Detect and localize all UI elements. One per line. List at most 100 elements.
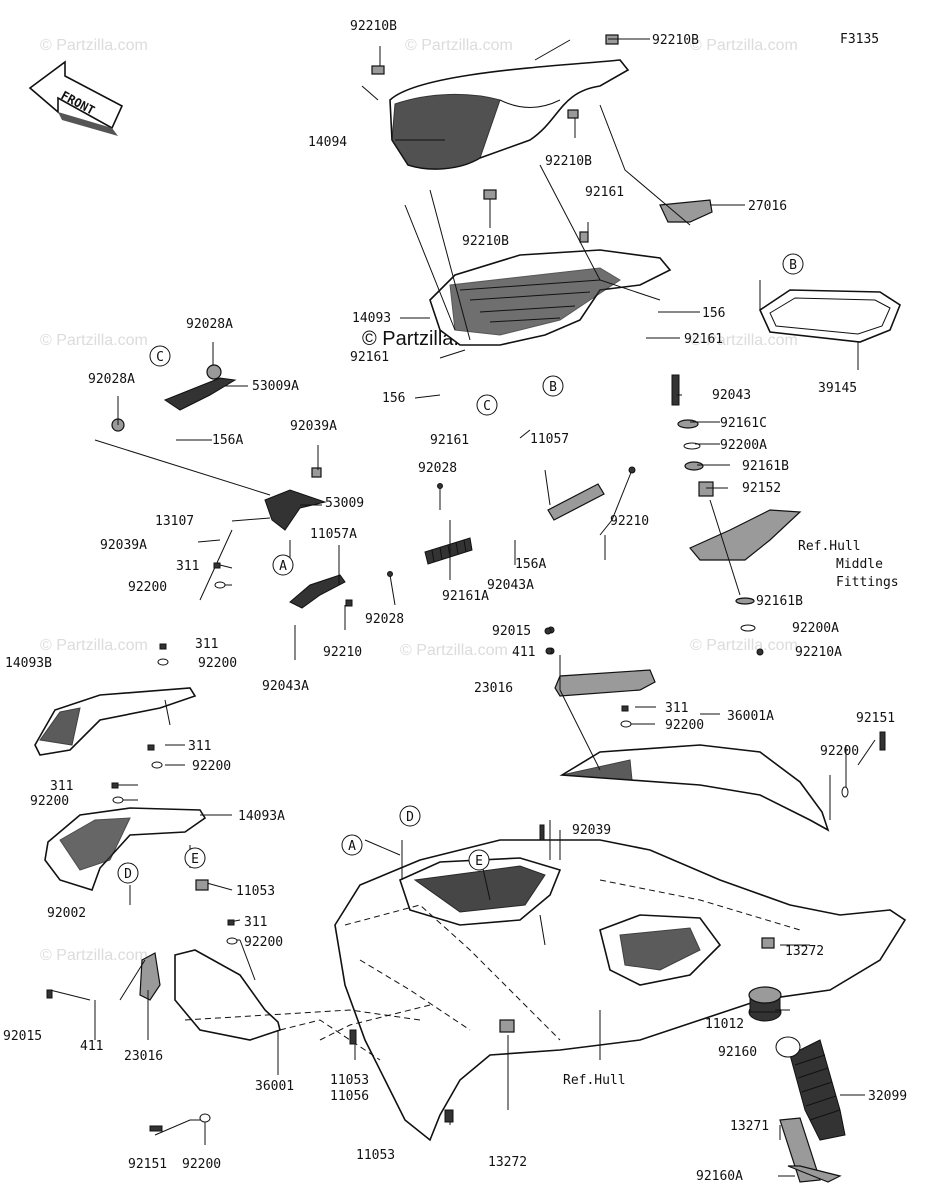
grip-32099	[789, 1039, 846, 1141]
label-92028a: 92028A	[186, 317, 233, 332]
watermark: © Partzilla.com	[40, 332, 148, 349]
label-92210b: 92210B	[652, 33, 699, 48]
label-13271: 13271	[730, 1119, 769, 1134]
label-53009: 53009	[325, 496, 364, 511]
fasteners	[46, 466, 886, 1132]
callout-a-hull: A	[341, 834, 363, 856]
label-fittings: Fittings	[836, 575, 899, 590]
watermark: © Partzilla.com	[690, 637, 798, 654]
callout-b-gasket: B	[782, 253, 804, 275]
label-92200: 92200	[192, 759, 231, 774]
label-92200: 92200	[128, 580, 167, 595]
collar-11012	[748, 986, 782, 1022]
part-labels: 92210B 92210B 14094 92210B 92161 27016 9…	[3, 19, 907, 1184]
label-156a: 156A	[515, 557, 546, 572]
label-311: 311	[50, 779, 73, 794]
svg-text:B: B	[549, 380, 557, 395]
callout-a-left: A	[272, 554, 294, 576]
watermark: © Partzilla.com	[40, 37, 148, 54]
label-92161: 92161	[585, 185, 624, 200]
front-arrow-icon: FRONT	[28, 60, 124, 136]
label-11057: 11057	[530, 432, 569, 447]
svg-text:D: D	[406, 810, 414, 825]
callout-e-hull: E	[468, 849, 490, 871]
label-311: 311	[195, 637, 218, 652]
label-92160: 92160	[718, 1045, 757, 1060]
watermark: © Partzilla.com	[690, 37, 798, 54]
watermark: © Partzilla.com	[40, 947, 148, 964]
label-36001a: 36001A	[727, 709, 774, 724]
label-92151: 92151	[856, 711, 895, 726]
callout-c-top: C	[149, 345, 171, 367]
label-32099: 32099	[868, 1089, 907, 1104]
callouts: C C B B A E D A D E	[117, 253, 804, 884]
bellows-92161a	[424, 537, 473, 565]
seat-cover-14094	[371, 34, 630, 200]
label-92200: 92200	[244, 935, 283, 950]
seat-base-14093	[429, 199, 713, 346]
strip-13271	[779, 1117, 821, 1183]
label-ref-hull: Ref.Hull	[798, 539, 861, 554]
cover-36001a	[559, 744, 830, 832]
label-92210: 92210	[323, 645, 362, 660]
label-92200: 92200	[665, 718, 704, 733]
label-92210: 92210	[610, 514, 649, 529]
svg-text:E: E	[475, 854, 483, 869]
label-11056: 11056	[330, 1089, 369, 1104]
bracket-23016	[547, 626, 656, 697]
label-92161: 92161	[350, 350, 389, 365]
label-14094: 14094	[308, 135, 347, 150]
watermark: © Partzilla.com	[400, 642, 508, 659]
label-92200: 92200	[820, 744, 859, 759]
label-92039: 92039	[572, 823, 611, 838]
label-92161: 92161	[430, 433, 469, 448]
hull-body	[334, 839, 907, 1142]
label-13272: 13272	[488, 1155, 527, 1170]
label-92210b: 92210B	[350, 19, 397, 34]
label-92161b: 92161B	[742, 459, 789, 474]
svg-text:D: D	[124, 867, 132, 882]
label-92152: 92152	[742, 481, 781, 496]
leader-lines	[49, 38, 876, 1177]
callout-d-hull: D	[399, 805, 421, 827]
label-middle: Middle	[836, 557, 883, 572]
label-11012: 11012	[705, 1017, 744, 1032]
label-156: 156	[702, 306, 725, 321]
label-14093a: 14093A	[238, 809, 285, 824]
label-92161b: 92161B	[756, 594, 803, 609]
label-92200: 92200	[182, 1157, 221, 1172]
label-92210a: 92210A	[795, 645, 842, 660]
label-92039a: 92039A	[290, 419, 337, 434]
label-92043a: 92043A	[487, 578, 534, 593]
label-411: 411	[512, 645, 535, 660]
label-39145: 39145	[818, 381, 857, 396]
label-92043: 92043	[712, 388, 751, 403]
label-92200: 92200	[198, 656, 237, 671]
label-156: 156	[382, 391, 405, 406]
grip-11057	[547, 483, 605, 521]
label-27016: 27016	[748, 199, 787, 214]
label-11053: 11053	[356, 1148, 395, 1163]
label-14093: 14093	[352, 311, 391, 326]
label-11057a: 11057A	[310, 527, 357, 542]
watermark: © Partzilla.com	[405, 37, 513, 54]
bracket-53009	[264, 467, 327, 531]
callout-e-left: E	[184, 847, 206, 869]
label-53009a: 53009A	[252, 379, 299, 394]
grip-11057a	[289, 574, 346, 609]
callout-d-left: D	[117, 862, 139, 884]
label-92161: 92161	[684, 332, 723, 347]
watermark: © Partzilla.com	[690, 332, 798, 349]
svg-text:C: C	[483, 399, 491, 414]
pad-92160a	[787, 1165, 842, 1183]
label-92002: 92002	[47, 906, 86, 921]
panel-14093b	[34, 687, 197, 756]
svg-text:E: E	[191, 852, 199, 867]
label-14093b: 14093B	[5, 656, 52, 671]
label-92200a: 92200A	[792, 621, 839, 636]
panel-14093a	[44, 807, 207, 891]
label-13272: 13272	[785, 944, 824, 959]
label-92210b: 92210B	[545, 154, 592, 169]
label-311: 311	[176, 559, 199, 574]
label-311: 311	[665, 701, 688, 716]
